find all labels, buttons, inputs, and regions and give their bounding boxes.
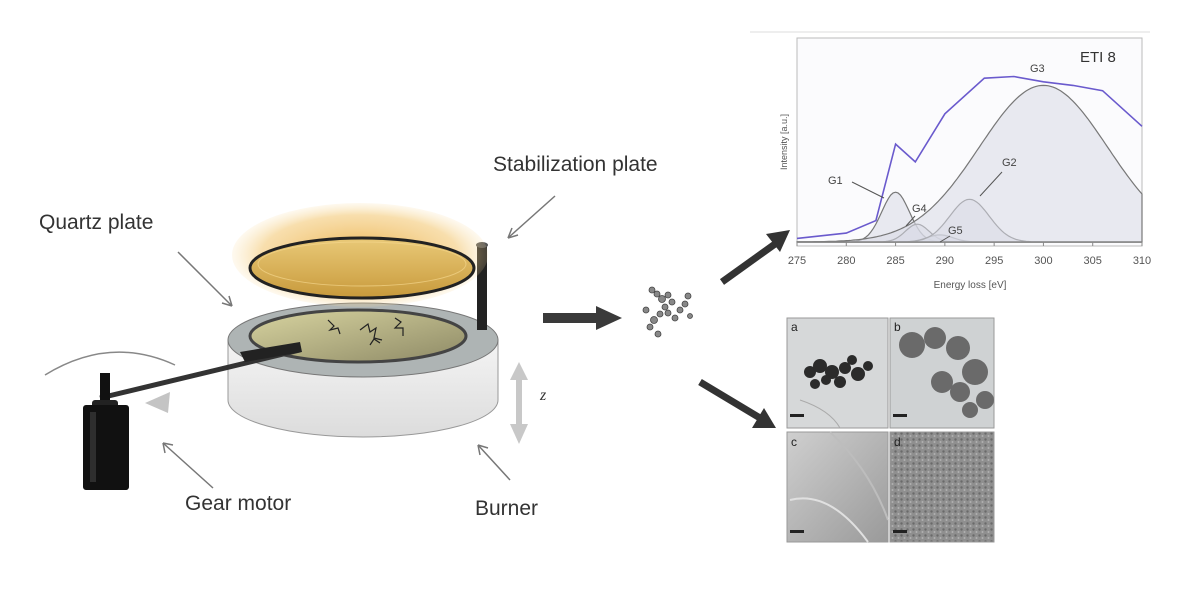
x-tick-label-285: 285 xyxy=(886,255,904,267)
burner-label: Burner xyxy=(475,497,539,520)
spectrum-tag: ETI 8 xyxy=(1080,49,1116,66)
pointer-lines xyxy=(162,195,556,489)
x-tick-label-290: 290 xyxy=(936,255,954,267)
tem-panel-b-letter: b xyxy=(894,320,901,334)
gaussian-component-g3 xyxy=(796,84,1143,243)
x-tick-label-305: 305 xyxy=(1084,255,1102,267)
x-axis-label: Energy loss [eV] xyxy=(934,280,1007,291)
peak-label-g3: G3 xyxy=(1030,63,1045,75)
peak-label-g5: G5 xyxy=(948,225,963,237)
spectrum-line-0 xyxy=(796,75,1143,240)
x-tick-label-310: 310 xyxy=(1133,255,1151,267)
gear-motor-label: Gear motor xyxy=(185,492,292,515)
gear-motor-device xyxy=(83,373,129,490)
tem-panel-d-letter: d xyxy=(894,435,901,449)
x-tick-label-300: 300 xyxy=(1034,255,1052,267)
peak-label-g2: G2 xyxy=(1002,157,1017,169)
tem-panel-c-letter: c xyxy=(791,435,797,449)
peak-pointers xyxy=(851,171,1003,243)
tem-panel-a-letter: a xyxy=(791,320,798,334)
z-axis-label: z xyxy=(540,387,547,404)
tem-image-grid: a b c d xyxy=(786,317,995,543)
y-axis-label: Intensity [a.u.] xyxy=(779,114,789,170)
stabilization-plate xyxy=(248,236,476,300)
soot-deposits xyxy=(327,317,404,346)
tem-panel-c xyxy=(786,431,889,543)
arrow-to-tem xyxy=(698,378,776,428)
peak-label-g1: G1 xyxy=(828,175,843,187)
x-tick-label-295: 295 xyxy=(985,255,1003,267)
rotation-arc xyxy=(44,351,176,376)
rotation-arrowhead xyxy=(145,392,170,413)
burner-apparatus xyxy=(44,195,556,490)
tem-aggregate-a xyxy=(804,355,873,389)
tem-aggregate-b xyxy=(899,327,994,418)
x-tick-label-275: 275 xyxy=(788,255,806,267)
z-axis-arrow xyxy=(510,362,528,444)
burner-inner-disk xyxy=(248,308,468,364)
stabilization-pole xyxy=(477,245,487,330)
peak-label-g4: G4 xyxy=(912,203,927,215)
arrow-to-spectrum xyxy=(719,230,790,285)
arrow-to-particles xyxy=(543,306,622,330)
quartz-plate-label: Quartz plate xyxy=(39,211,154,234)
tem-panel-d xyxy=(889,431,995,543)
eels-spectrum-chart: 275 280 285 290 295 300 305 310 ETI 8 Energy lo… xyxy=(750,31,1151,291)
soot-aggregate-icon xyxy=(642,286,693,338)
x-tick-label-280: 280 xyxy=(837,255,855,267)
stabilization-plate-label: Stabilization plate xyxy=(493,153,658,176)
